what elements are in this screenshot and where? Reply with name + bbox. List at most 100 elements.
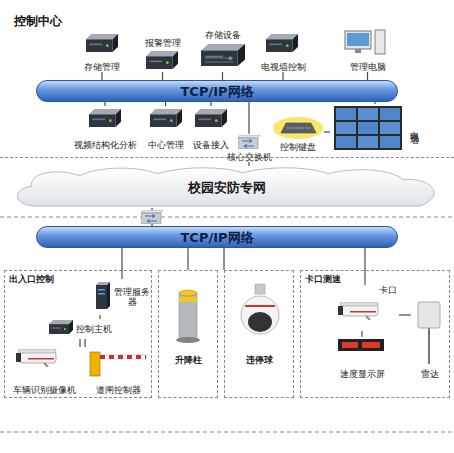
device-label: 雷达 [411,369,449,379]
server-tower [96,285,107,309]
network-link [162,72,163,80]
device-label: 存储管理 [72,62,132,72]
device-node: 控制键盘 [272,114,324,152]
region-title: 控制中心 [14,14,62,28]
device-group: 出入口控制管理服务器控制主机车辆识别摄像机道闸控制器 [4,270,152,398]
device-label: 电视墙控制 [253,62,313,72]
device-node: 视频结构化分析 [68,106,142,150]
keyboard-keys [287,128,310,129]
tv-screen [358,136,378,148]
camera-icon [16,349,56,367]
device-label: 管理电脑 [335,62,400,72]
tv-screen [336,136,356,148]
network-link [165,102,166,106]
device-label: 视频结构化分析 [68,140,142,150]
dome-mount [255,284,265,294]
bollard-top [179,290,197,296]
keyboard-highlight [273,117,323,139]
tv-screen [358,122,378,134]
barrier-stripes [100,355,146,359]
device-label: 速度显示屏 [333,369,391,379]
network-bus: TCP/IP网络 [36,226,398,248]
device-label: 车辆识别摄像机 [7,385,81,395]
device-node: 道闸控制器 [85,347,151,395]
tv-screen [336,122,356,134]
camera-icon [338,302,378,320]
switch-node: 核心交换机 [226,134,272,162]
barrier-cabinet [90,352,100,376]
network-link [248,102,249,134]
device-label: 道闸控制器 [85,385,151,395]
radar-icon [418,302,440,328]
storage-slot [205,58,233,59]
network-link [151,208,152,226]
device-node: 存储设备 [195,30,250,72]
network-link [222,72,223,80]
server-icon [49,320,73,334]
server-icon [266,34,298,52]
network-link [374,102,375,104]
device-node: 管理电脑 [335,28,400,72]
dome-stripe [245,305,275,307]
network-link [101,72,102,80]
server-icon [89,109,121,127]
bollard-band [179,297,197,302]
network-link [187,248,188,270]
network-link [121,248,122,279]
network-link [99,315,100,319]
network-link [282,72,283,80]
device-node: 管理服务器 [93,279,151,315]
tv-screen [336,108,356,120]
device-node: 存储管理 [72,30,132,72]
device-label: 报警管理 [135,38,190,48]
server-side [107,282,110,309]
switch-icon [141,210,163,224]
display-node: 电视墙 [330,104,420,150]
network-link [79,339,80,347]
storage-icon [201,44,245,66]
device-node: 速度显示屏 [333,337,391,379]
device-group: 违停球 [224,270,294,398]
network-label: 校园安防专网 [8,180,446,195]
server-icon [86,34,118,52]
speed-display [338,339,384,351]
device-label: 设备接入 [190,140,232,150]
server-slot [98,293,105,295]
zone-divider [0,217,454,218]
network-bus: TCP/IP网络 [36,80,398,102]
group-label: 卡口测速 [305,274,341,284]
network-link [84,339,85,347]
group-label: 出入口控制 [9,274,54,284]
dome-lens [248,312,272,332]
network-link [223,248,224,270]
speed-digits [362,342,380,348]
control-center-region: 控制中心存储管理 报警管理存储设备电视墙控制 管理电脑 TCP/IP网络视频结构化分析… [0,0,454,158]
device-node: 中心管理 [143,106,188,150]
network-link [324,131,330,132]
device-label: 控制主机 [75,324,113,334]
device-label: 卡口 [379,285,397,295]
network-link [104,102,105,106]
tv-screen [380,108,400,120]
device-label: 控制键盘 [272,142,324,152]
network-link [364,248,365,285]
storage-slot [205,62,233,63]
bollard-body [179,293,197,340]
server-icon [195,109,227,127]
tv-screen [380,122,400,134]
device-node: 设备接入 [190,106,232,150]
switch-icon [238,135,260,149]
keyboard-icon [281,123,316,133]
network-link [361,331,362,337]
network-link [367,72,368,80]
tv-wall-frame [334,106,402,150]
device-node: 控制主机 [47,319,113,339]
radar-pole [428,328,430,364]
device-label: 核心交换机 [226,152,272,162]
device-label: 管理服务器 [113,287,151,307]
device-node: 雷达 [411,299,449,379]
device-group: 卡口测速卡口速度显示屏 雷达 [300,270,450,398]
server-icon [150,109,182,127]
device-node: 车辆识别摄像机 [7,347,81,395]
device-group: 升降柱 [158,270,218,398]
